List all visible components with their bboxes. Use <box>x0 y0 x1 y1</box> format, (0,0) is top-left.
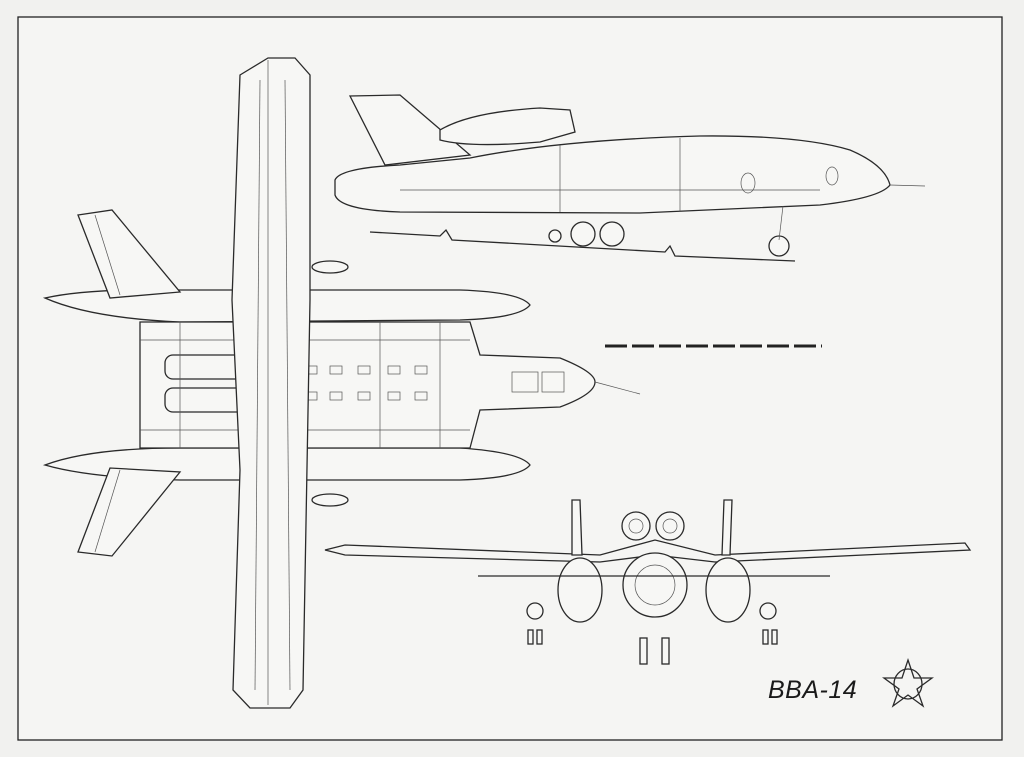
front-view <box>324 499 972 665</box>
right-tail-fin <box>77 467 182 557</box>
left-tail-fin <box>77 209 182 299</box>
star-emblem <box>882 657 934 708</box>
side-tail-fin <box>348 94 472 166</box>
front-fin-left <box>571 499 583 556</box>
ground-line <box>369 228 796 262</box>
front-pontoon-right <box>705 557 751 623</box>
front-engine-right <box>655 511 685 541</box>
main-landing-gear <box>548 221 625 247</box>
top-view <box>42 57 641 709</box>
front-wing <box>324 539 972 563</box>
nose-gear <box>768 235 790 257</box>
side-view <box>334 94 926 262</box>
side-engine-nacelle <box>439 107 576 146</box>
front-engine-left <box>621 511 651 541</box>
main-wing <box>231 57 311 709</box>
front-pontoon-left <box>557 557 603 623</box>
side-fuselage <box>334 135 891 214</box>
front-fin-right <box>721 499 733 556</box>
front-fuselage <box>622 552 688 618</box>
aircraft-title: BBA-14 <box>768 676 858 704</box>
